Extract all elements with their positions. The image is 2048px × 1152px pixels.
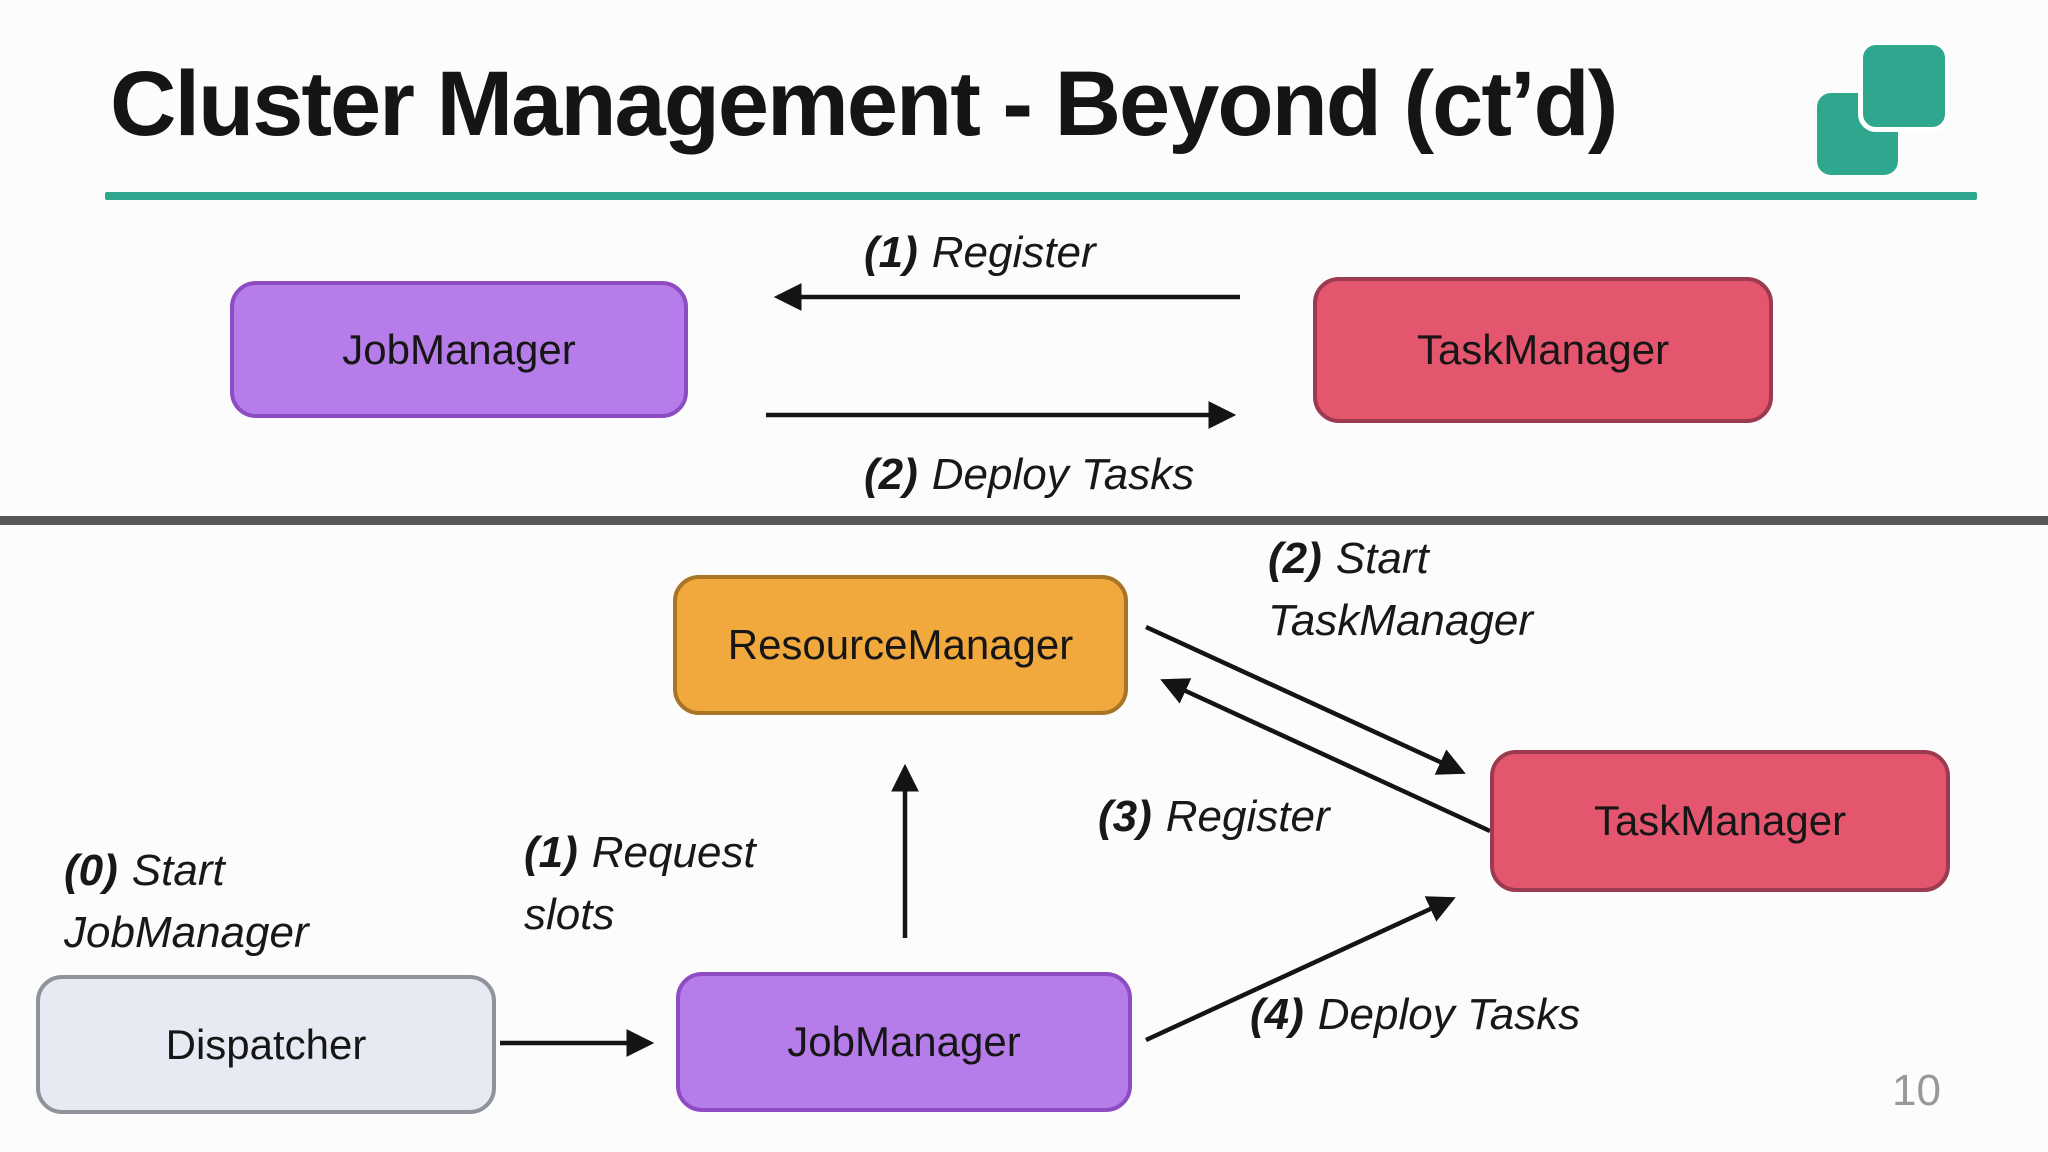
jobmanager-node-top: JobManager bbox=[230, 281, 688, 418]
step-number: (2) bbox=[864, 450, 918, 499]
taskmanager-label: TaskManager bbox=[1416, 326, 1670, 373]
step-text: slots bbox=[524, 890, 615, 940]
taskmanager-node-bottom: TaskManager bbox=[1490, 750, 1950, 892]
label-register-top: (1) Register bbox=[864, 222, 1096, 284]
step-number: (1) bbox=[524, 828, 578, 877]
page-number: 10 bbox=[1892, 1066, 1941, 1115]
label-start-jobmanager: (0) Start JobManager bbox=[64, 840, 309, 965]
label-line: slots bbox=[524, 884, 756, 946]
slide-title: Cluster Management - Beyond (ct’d) bbox=[110, 53, 1618, 155]
step-number: (2) bbox=[1268, 534, 1322, 583]
step-text: Start bbox=[1335, 534, 1429, 583]
jobmanager-node-bottom: JobManager bbox=[676, 972, 1132, 1112]
step-text: Request bbox=[591, 828, 756, 877]
title-underline bbox=[105, 192, 1977, 200]
section-divider bbox=[0, 516, 2048, 525]
label-line: TaskManager bbox=[1268, 590, 1533, 652]
label-deploy-tasks-bottom: (4) Deploy Tasks bbox=[1250, 984, 1580, 1046]
jobmanager-label: JobManager bbox=[787, 1018, 1021, 1065]
label-request-slots: (1) Request slots bbox=[524, 822, 756, 947]
jobmanager-label: JobManager bbox=[342, 325, 576, 373]
taskmanager-node-top: TaskManager bbox=[1313, 277, 1773, 423]
step-number: (3) bbox=[1098, 792, 1152, 841]
dispatcher-label: Dispatcher bbox=[165, 1020, 367, 1068]
dispatcher-node: Dispatcher bbox=[36, 975, 496, 1114]
logo-square-front bbox=[1858, 40, 1950, 132]
resourcemanager-node: ResourceManager bbox=[673, 575, 1128, 715]
label-line: (0) Start bbox=[64, 840, 309, 902]
label-deploy-tasks-top: (2) Deploy Tasks bbox=[864, 444, 1194, 506]
label-line: (2) Start bbox=[1268, 528, 1533, 590]
step-number: (1) bbox=[864, 228, 918, 277]
taskmanager-label: TaskManager bbox=[1593, 797, 1847, 844]
step-number: (0) bbox=[64, 846, 118, 895]
step-text: Register bbox=[1165, 792, 1330, 841]
label-line: JobManager bbox=[64, 902, 309, 964]
logo-icon bbox=[1810, 36, 1960, 186]
step-text: Deploy Tasks bbox=[931, 450, 1195, 499]
step-text: Start bbox=[131, 846, 225, 895]
label-line: (1) Request bbox=[524, 822, 756, 884]
step-text: Deploy Tasks bbox=[1317, 990, 1581, 1039]
label-register-bottom: (3) Register bbox=[1098, 786, 1330, 848]
step-number: (4) bbox=[1250, 990, 1304, 1039]
resourcemanager-label: ResourceManager bbox=[727, 621, 1074, 668]
step-text: Register bbox=[931, 228, 1096, 277]
step-text: JobManager bbox=[64, 908, 309, 958]
label-start-taskmanager: (2) Start TaskManager bbox=[1268, 528, 1533, 653]
step-text: TaskManager bbox=[1268, 596, 1533, 646]
